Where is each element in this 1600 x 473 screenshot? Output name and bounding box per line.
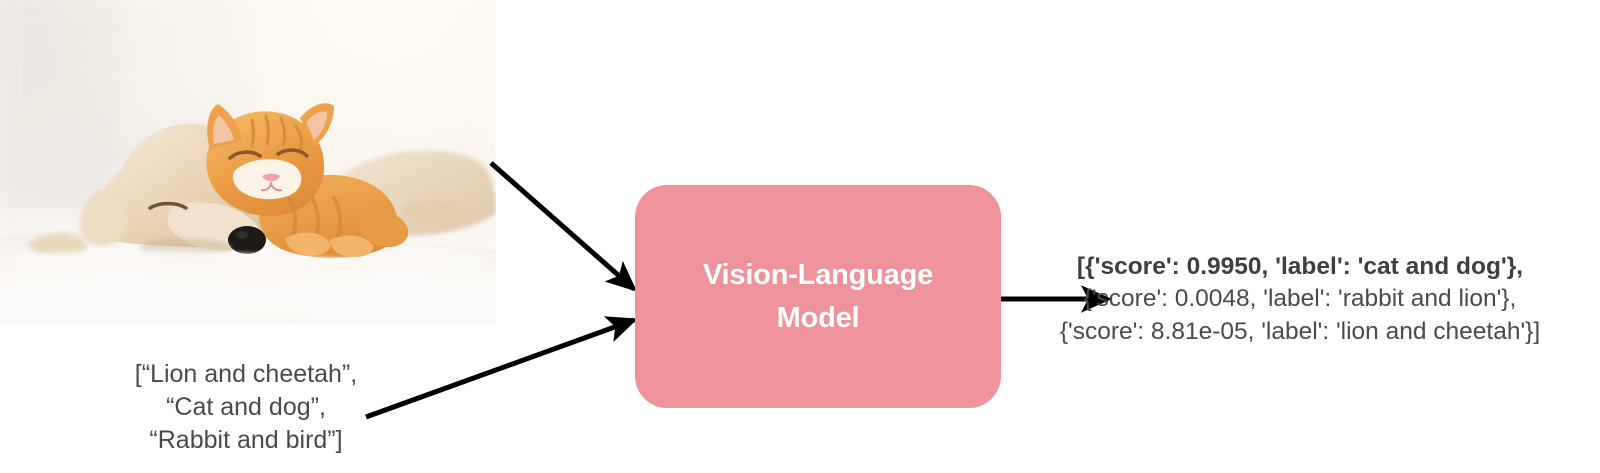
output-line-top: [{'score': 0.9950, 'label': 'cat and dog… — [1076, 253, 1524, 280]
output-line-second: {'score': 0.0048, 'label': 'rabbit and l… — [1083, 285, 1517, 313]
vision-language-model-box[interactable]: Vision-Language Model — [635, 185, 1001, 408]
input-image — [0, 0, 496, 325]
image-to-model-arrow — [489, 161, 638, 292]
input-image-illustration — [0, 0, 496, 325]
text-prompt-list: [“Lion and cheetah”, “Cat and dog”, “Rab… — [134, 360, 358, 454]
output-predictions: [{'score': 0.9950, 'label': 'cat and dog… — [1020, 251, 1580, 348]
model-box-label: Vision-Language Model — [702, 258, 934, 334]
text-to-model-arrow — [365, 316, 638, 420]
output-line-third: {'score': 8.81e-05, 'label': 'lion and c… — [1059, 317, 1541, 345]
